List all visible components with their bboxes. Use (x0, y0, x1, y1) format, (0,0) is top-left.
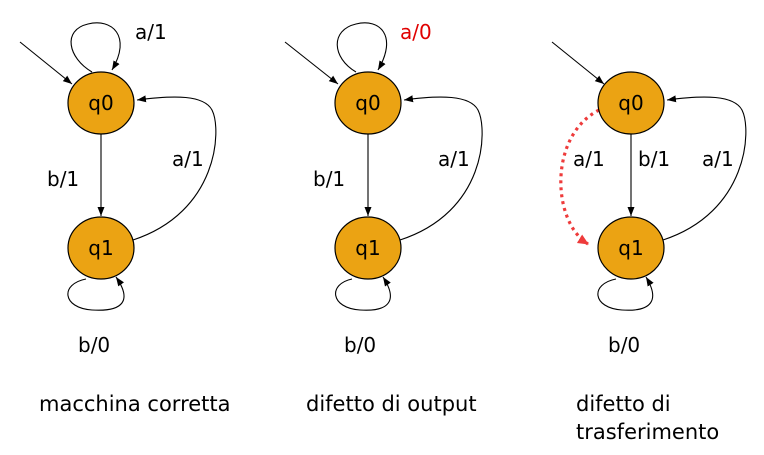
state-q0-label: q0 (355, 91, 380, 115)
state-q1-label: q1 (88, 236, 113, 260)
label-q0-to-q1: b/1 (638, 147, 670, 171)
state-q1 (67, 216, 135, 280)
label-self-loop-q0-faulty: a/0 (400, 20, 432, 44)
machine-output-fault: q0 q1 a/0 b/1 a/1 b/0 (284, 20, 483, 357)
caption-line: trasferimento (576, 420, 720, 444)
start-arrow (551, 41, 605, 85)
state-q0-label: q0 (618, 91, 643, 115)
state-q0-label: q0 (88, 91, 113, 115)
label-q1-to-q0: a/1 (172, 147, 204, 171)
label-q0-to-q1: b/1 (313, 167, 345, 191)
edge-q1-to-q0 (662, 95, 747, 241)
edge-q1-to-q0 (399, 95, 483, 241)
self-loop-q0 (70, 22, 121, 73)
caption-transfer-fault: difetto di trasferimento (576, 390, 719, 446)
label-self-loop-q1: b/0 (78, 333, 110, 357)
state-q0 (67, 71, 135, 135)
state-q1-label: q1 (355, 236, 380, 260)
self-loop-q1 (597, 276, 654, 311)
caption-correct-machine: macchina corretta (39, 390, 231, 418)
label-q1-to-q0: a/1 (438, 147, 470, 171)
caption-output-fault: difetto di output (306, 390, 477, 418)
label-q0-to-q1: b/1 (47, 167, 79, 191)
self-loop-q0 (336, 22, 388, 73)
fault-transfer-edge (559, 108, 600, 246)
state-q0 (597, 71, 665, 135)
state-q1-label: q1 (618, 236, 643, 260)
start-arrow (19, 41, 73, 85)
label-self-loop-q1: b/0 (608, 333, 640, 357)
start-arrow (284, 41, 339, 85)
caption-line: difetto di (576, 392, 671, 416)
state-q1 (597, 216, 665, 280)
self-loop-q1 (335, 276, 391, 311)
caption-line: difetto di output (306, 392, 477, 416)
label-fault-transfer: a/1 (573, 147, 605, 171)
label-self-loop-q1: b/0 (344, 333, 376, 357)
caption-line: macchina corretta (39, 392, 231, 416)
edge-q1-to-q0 (132, 95, 217, 241)
label-q1-to-q0: a/1 (702, 147, 734, 171)
machine-correct: q0 q1 a/1 b/1 a/1 b/0 (19, 20, 217, 357)
state-q1 (334, 216, 402, 280)
machine-transfer-fault: q0 q1 a/1 b/1 a/1 b/0 (551, 41, 747, 357)
state-q0 (334, 71, 402, 135)
self-loop-q1 (67, 276, 125, 311)
label-self-loop-q0: a/1 (135, 20, 167, 44)
